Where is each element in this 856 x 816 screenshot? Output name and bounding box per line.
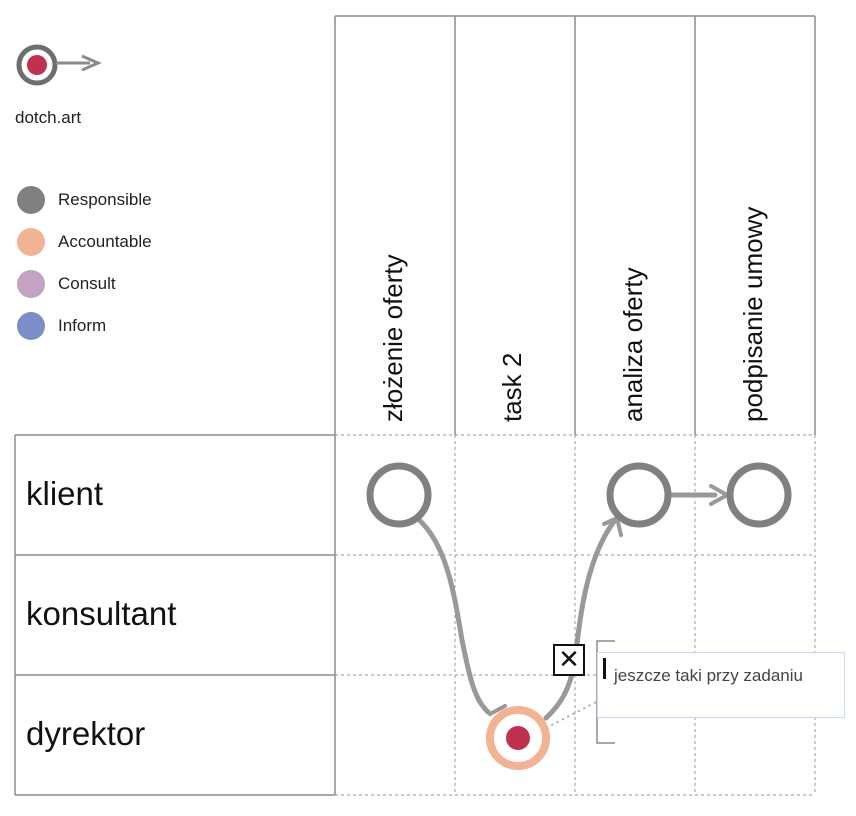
responsible-dot-icon (17, 186, 45, 214)
logo-text: dotch.art (15, 108, 82, 127)
role-label-konsultant[interactable]: konsultant (26, 595, 177, 632)
flow-arrow-1-head-icon (476, 698, 507, 717)
task-header-analiza-oferty[interactable]: analiza oferty (618, 267, 648, 422)
responsible-node-klient-analiza-oferty[interactable] (606, 462, 672, 528)
text-cursor (603, 658, 606, 679)
note-connector (545, 699, 601, 729)
task-header-grid (334, 15, 816, 435)
inform-dot-icon (17, 312, 45, 340)
task-header-zlozenie-oferty[interactable]: złożenie oferty (378, 254, 408, 422)
role-label-dyrektor[interactable]: dyrektor (26, 715, 146, 752)
consult-dot-icon (17, 270, 45, 298)
legend-label: Responsible (58, 190, 152, 209)
legend-label: Accountable (58, 232, 152, 251)
legend-label: Inform (58, 316, 107, 335)
close-icon[interactable]: ✕ (553, 644, 585, 676)
logo-dot (27, 55, 47, 75)
role-label-klient[interactable]: klient (26, 475, 104, 512)
logo-ring (16, 44, 58, 86)
task-header-podpisanie-umowy[interactable]: podpisanie umowy (738, 206, 768, 422)
note-text[interactable]: jeszcze taki przy zadaniu (614, 666, 803, 685)
assignments (366, 462, 792, 770)
note-indicator-dot (506, 726, 530, 750)
role-column-grid (14, 434, 336, 796)
legend-label: Consult (58, 274, 116, 293)
logo (16, 44, 102, 86)
flow-arrow-1[interactable] (415, 516, 491, 715)
accountable-dot-icon (17, 228, 45, 256)
responsible-node-klient-zlozenie-oferty[interactable] (366, 462, 432, 528)
responsible-node-klient-podpisanie-umowy[interactable] (726, 462, 792, 528)
note-editor[interactable]: jeszcze taki przy zadaniu (597, 652, 845, 718)
task-header-task-2[interactable]: task 2 (497, 352, 527, 422)
logo-arrow-head-icon (81, 54, 102, 72)
